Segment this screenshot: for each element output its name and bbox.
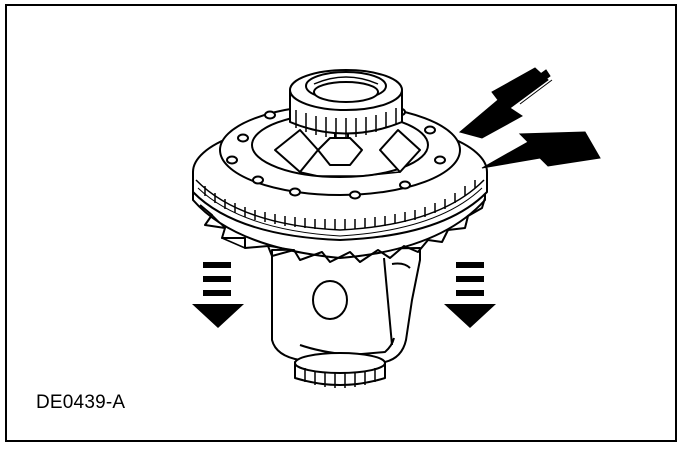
top-bearing — [289, 69, 403, 138]
down-arrows — [192, 262, 496, 328]
bolt-hole — [399, 180, 411, 190]
bolt-hole — [424, 125, 436, 135]
bolt-hole — [237, 133, 249, 143]
down-arrow-left — [192, 262, 244, 328]
carrier-body — [271, 247, 421, 363]
carrier-hole — [312, 280, 348, 320]
bolt-hole — [289, 187, 301, 197]
bolt-hole — [349, 190, 361, 200]
bolt-hole — [434, 155, 446, 165]
figure-id-label: DE0439-A — [36, 392, 126, 413]
down-arrow-right — [444, 262, 496, 328]
bolt-hole — [252, 175, 264, 185]
bottom-bearing — [294, 352, 386, 388]
bolt-hole — [226, 155, 238, 165]
bolt-hole — [264, 110, 276, 120]
case-windows — [274, 127, 421, 177]
